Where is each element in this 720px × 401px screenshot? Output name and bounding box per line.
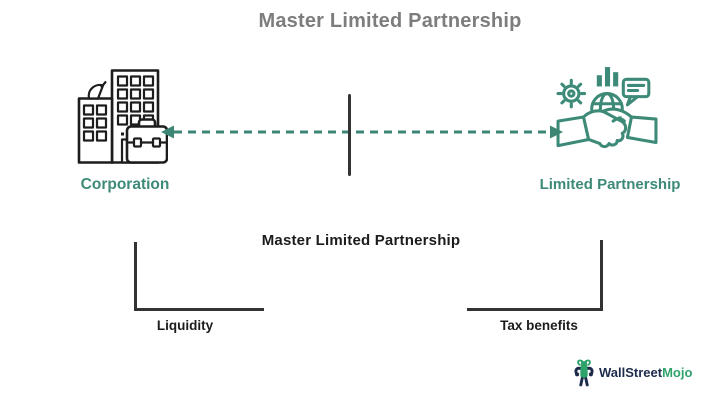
corporation-building-svg [77,69,169,164]
bracket-right [467,240,603,311]
center-heading: Master Limited Partnership [261,232,461,249]
page-title: Master Limited Partnership [258,10,522,32]
wallstreetmojo-logo: WallStreetMojo [573,358,692,388]
brand-text-primary: WallStreet [599,365,663,380]
vertical-divider-line [348,94,351,176]
dashed-double-arrow [160,119,564,145]
arrowhead-left [161,125,174,139]
liquidity-label: Liquidity [156,318,214,333]
brand-text-accent: Mojo [662,365,693,380]
satellite-dish-icon [87,80,107,100]
arrowhead-right [550,125,563,139]
bar-chart-icon [596,67,619,87]
partnership-svg [556,67,658,149]
brand-name: WallStreetMojo [599,364,692,382]
briefcase-icon [125,118,169,164]
speech-bubble-icon [621,77,651,107]
limited-partnership-label: Limited Partnership [539,176,681,193]
bracket-left [134,242,264,311]
corporation-building-icon [72,64,169,168]
tax-benefits-label: Tax benefits [500,318,578,333]
handshake-icon [556,107,658,149]
gear-icon [556,78,587,109]
bull-icon [574,359,594,387]
partnership-handshake-icon [556,62,658,168]
corporation-label: Corporation [80,176,170,193]
